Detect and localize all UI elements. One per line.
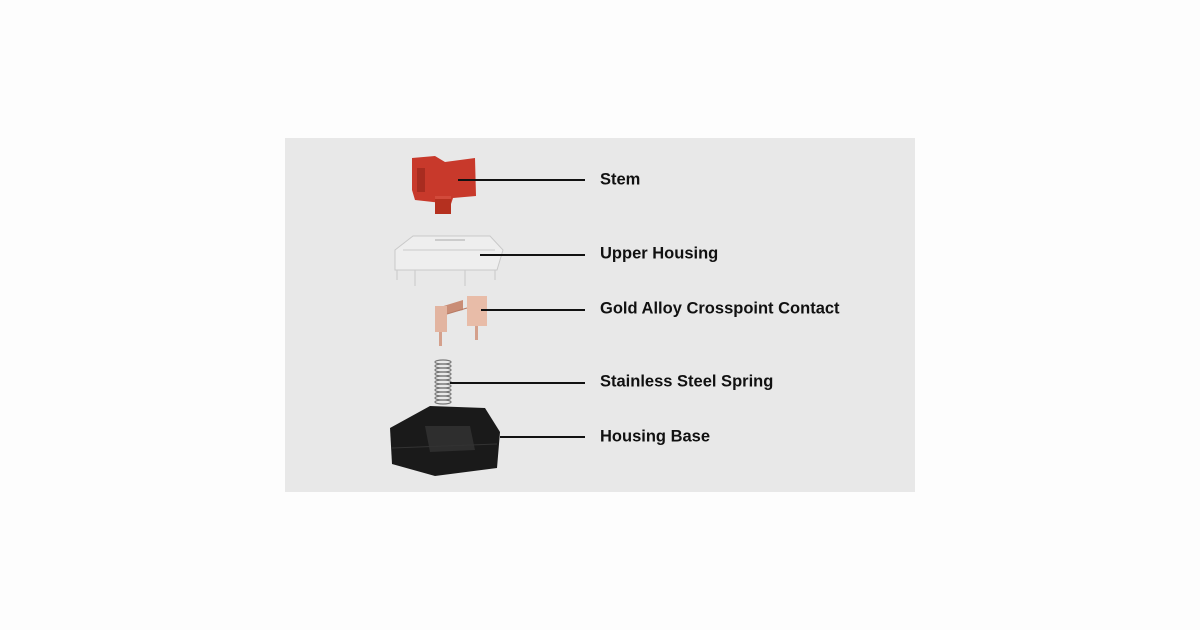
upper-housing-icon — [394, 235, 504, 286]
stem-icon — [412, 156, 476, 214]
contact-label: Gold Alloy Crosspoint Contact — [600, 299, 840, 318]
spring-icon — [434, 359, 452, 405]
contact-icon — [435, 296, 487, 346]
exploded-switch-diagram: Stem Upper Housing Gold Alloy Crosspoint… — [285, 138, 915, 492]
housing-base-icon — [390, 406, 500, 476]
upper-housing-label: Upper Housing — [600, 244, 719, 263]
diagram-art — [390, 156, 585, 476]
spring-coil — [434, 399, 452, 405]
stem-label: Stem — [600, 170, 641, 189]
housing-base-label: Housing Base — [600, 427, 711, 446]
spring-label: Stainless Steel Spring — [600, 372, 774, 391]
